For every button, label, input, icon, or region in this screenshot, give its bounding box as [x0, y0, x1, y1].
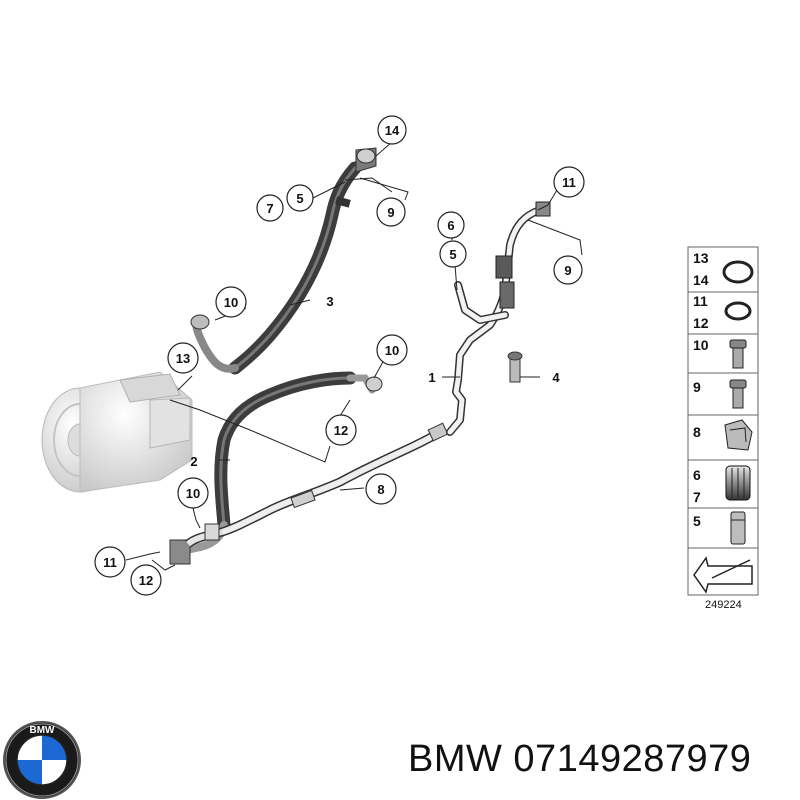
reference-number: 249224	[705, 599, 742, 611]
arrow-reference-icon	[693, 556, 753, 594]
svg-text:4: 4	[552, 370, 560, 385]
svg-text:12: 12	[334, 423, 348, 438]
pipe-1	[446, 201, 551, 436]
clip-icon	[724, 419, 753, 451]
hose-3	[190, 147, 377, 375]
callout-11-low: 11	[94, 546, 126, 578]
svg-text:3: 3	[326, 294, 333, 309]
bmw-logo-letters: BMW	[30, 725, 56, 736]
svg-text:9: 9	[564, 263, 571, 278]
leader-lines	[125, 141, 583, 571]
legend-label-10: 10	[693, 337, 709, 353]
svg-text:5: 5	[449, 247, 456, 262]
legend-label-6: 6	[693, 467, 701, 483]
legend-label-9: 9	[693, 379, 701, 395]
bmw-logo: BMW	[3, 721, 81, 799]
callout-1: 1	[428, 370, 435, 385]
svg-text:12: 12	[139, 573, 153, 588]
legend-label-14: 14	[693, 272, 709, 288]
callout-5-top: 5	[286, 184, 314, 212]
callout-9-right: 9	[553, 255, 583, 285]
bolt-short-icon	[729, 379, 747, 409]
hose-2	[169, 371, 383, 565]
callout-7-top: 7	[256, 194, 284, 222]
svg-text:13: 13	[176, 351, 190, 366]
bolt-long-icon	[729, 339, 747, 369]
callout-13: 13	[167, 342, 199, 374]
callout-5-right: 5	[439, 240, 467, 268]
callout-3: 3	[326, 294, 333, 309]
svg-text:1: 1	[428, 370, 435, 385]
callout-6: 6	[437, 211, 465, 239]
valve-core-icon	[730, 511, 746, 545]
o-ring-small-icon	[724, 301, 752, 321]
ac-compressor	[41, 371, 193, 493]
legend-label-12: 12	[693, 315, 709, 331]
callout-11-right: 11	[553, 166, 585, 198]
svg-text:10: 10	[186, 486, 200, 501]
svg-text:11: 11	[103, 555, 117, 570]
svg-text:9: 9	[387, 205, 394, 220]
svg-text:6: 6	[447, 218, 454, 233]
callout-4: 4	[552, 370, 560, 385]
parts-legend: 13 14 11 12 10 9 8 6 7 5	[687, 246, 759, 611]
legend-label-5: 5	[693, 513, 701, 529]
legend-label-13: 13	[693, 250, 709, 266]
callout-12-low: 12	[130, 564, 162, 596]
svg-text:5: 5	[296, 191, 303, 206]
o-ring-large-icon	[722, 260, 754, 284]
callout-2: 2	[190, 454, 197, 469]
callout-8: 8	[365, 473, 397, 505]
svg-text:2: 2	[190, 454, 197, 469]
svg-text:10: 10	[385, 343, 399, 358]
callout-14-top: 14	[377, 115, 407, 145]
svg-text:11: 11	[562, 175, 576, 190]
svg-text:14: 14	[385, 123, 400, 138]
brand-part-number: BMW 07149287979	[408, 738, 752, 780]
legend-label-11: 11	[693, 293, 708, 309]
callout-9-top: 9	[376, 197, 406, 227]
svg-text:7: 7	[266, 201, 273, 216]
pipe-8	[185, 422, 449, 548]
callout-12-mid: 12	[325, 414, 357, 446]
callout-10-right: 10	[376, 334, 408, 366]
cap-icon	[725, 465, 751, 501]
svg-text:10: 10	[224, 295, 238, 310]
callout-10-mid: 10	[215, 286, 247, 318]
callout-10-low: 10	[177, 477, 209, 509]
legend-label-8: 8	[693, 424, 701, 440]
svg-text:8: 8	[377, 482, 384, 497]
legend-label-7: 7	[693, 489, 701, 505]
